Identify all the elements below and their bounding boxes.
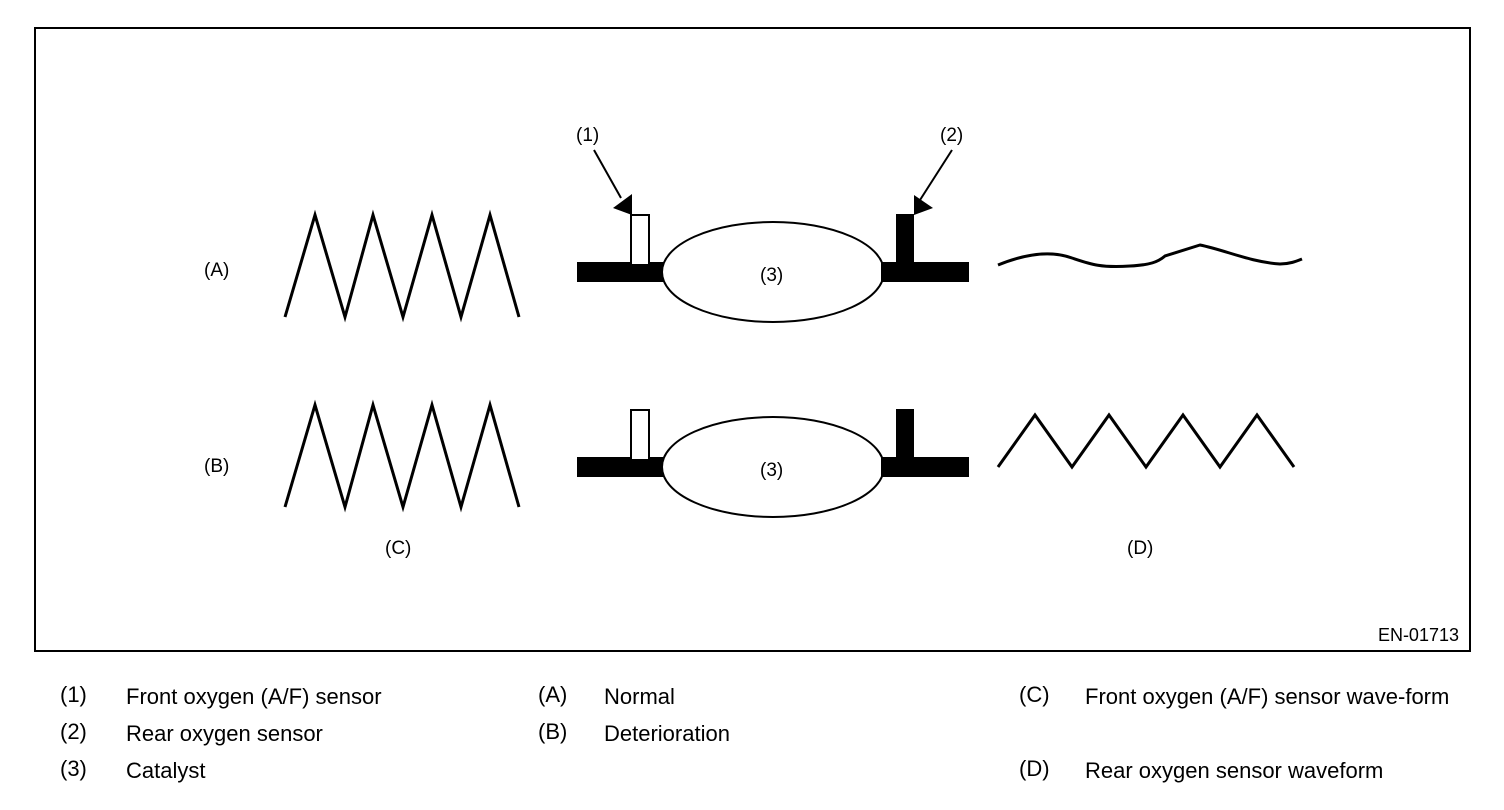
exhaust-pipe-outlet bbox=[881, 262, 969, 282]
figure-border bbox=[34, 27, 1471, 652]
legend-text: Normal bbox=[604, 684, 675, 709]
legend-column-waveforms: (C) Front oxygen (A/F) sensor wave-form … bbox=[1019, 676, 1479, 787]
front-sensor-waveform-normal bbox=[283, 209, 521, 323]
callout-front-sensor-leader bbox=[593, 149, 622, 199]
legend-key: (A) bbox=[538, 682, 568, 707]
legend-item: (2) Rear oxygen sensor bbox=[60, 713, 500, 750]
callout-rear-sensor-leader bbox=[919, 149, 953, 201]
rear-sensor-waveform-normal bbox=[997, 243, 1303, 268]
legend-key: (1) bbox=[60, 682, 87, 707]
legend-text: Catalyst bbox=[126, 758, 206, 783]
legend-text: Rear oxygen sensor waveform bbox=[1085, 758, 1384, 783]
rear-waveform-label: (D) bbox=[1127, 538, 1153, 559]
legend-text: Front oxygen (A/F) sensor wave-form bbox=[1085, 684, 1450, 709]
legend-key: (3) bbox=[60, 756, 87, 781]
exhaust-pipe-inlet bbox=[577, 262, 665, 282]
exhaust-pipe-outlet bbox=[881, 457, 969, 477]
catalyst-label: (3) bbox=[760, 265, 783, 286]
legend-item: (C) Front oxygen (A/F) sensor wave-form bbox=[1019, 676, 1479, 750]
row-a-label: (A) bbox=[204, 260, 229, 281]
legend-item: (D) Rear oxygen sensor waveform bbox=[1019, 750, 1479, 787]
callout-rear-sensor-arrowhead bbox=[914, 195, 933, 215]
legend-column-sensors: (1) Front oxygen (A/F) sensor (2) Rear o… bbox=[60, 676, 500, 787]
callout-front-sensor: (1) bbox=[576, 125, 599, 146]
legend: (1) Front oxygen (A/F) sensor (2) Rear o… bbox=[0, 676, 1504, 806]
front-sensor-waveform-deterioration bbox=[283, 399, 521, 513]
legend-text: Rear oxygen sensor bbox=[126, 721, 323, 746]
rear-sensor-waveform-deterioration bbox=[996, 412, 1296, 470]
callout-front-sensor-arrowhead bbox=[613, 194, 632, 215]
rear-sensor-body bbox=[896, 214, 914, 264]
legend-key: (D) bbox=[1019, 756, 1050, 781]
callout-rear-sensor: (2) bbox=[940, 125, 963, 146]
catalyst-label: (3) bbox=[760, 460, 783, 481]
legend-item: (B) Deterioration bbox=[538, 713, 918, 750]
legend-text: Front oxygen (A/F) sensor bbox=[126, 684, 382, 709]
legend-key: (2) bbox=[60, 719, 87, 744]
legend-key: (B) bbox=[538, 719, 568, 744]
exhaust-pipe-inlet bbox=[577, 457, 665, 477]
legend-item: (3) Catalyst bbox=[60, 750, 500, 787]
legend-column-conditions: (A) Normal (B) Deterioration bbox=[538, 676, 918, 750]
front-sensor-body bbox=[630, 214, 650, 266]
oxygen-sensor-diagram: (A) (3) (1) (2) (B) (3) (C) (D) EN-01713 bbox=[34, 27, 1471, 652]
front-sensor-body bbox=[630, 409, 650, 461]
legend-text: Deterioration bbox=[604, 721, 730, 746]
rear-sensor-body bbox=[896, 409, 914, 459]
row-b-label: (B) bbox=[204, 456, 229, 477]
legend-item: (1) Front oxygen (A/F) sensor bbox=[60, 676, 500, 713]
front-waveform-label: (C) bbox=[385, 538, 411, 559]
figure-code: EN-01713 bbox=[1378, 625, 1459, 645]
legend-item: (A) Normal bbox=[538, 676, 918, 713]
legend-key: (C) bbox=[1019, 682, 1050, 707]
